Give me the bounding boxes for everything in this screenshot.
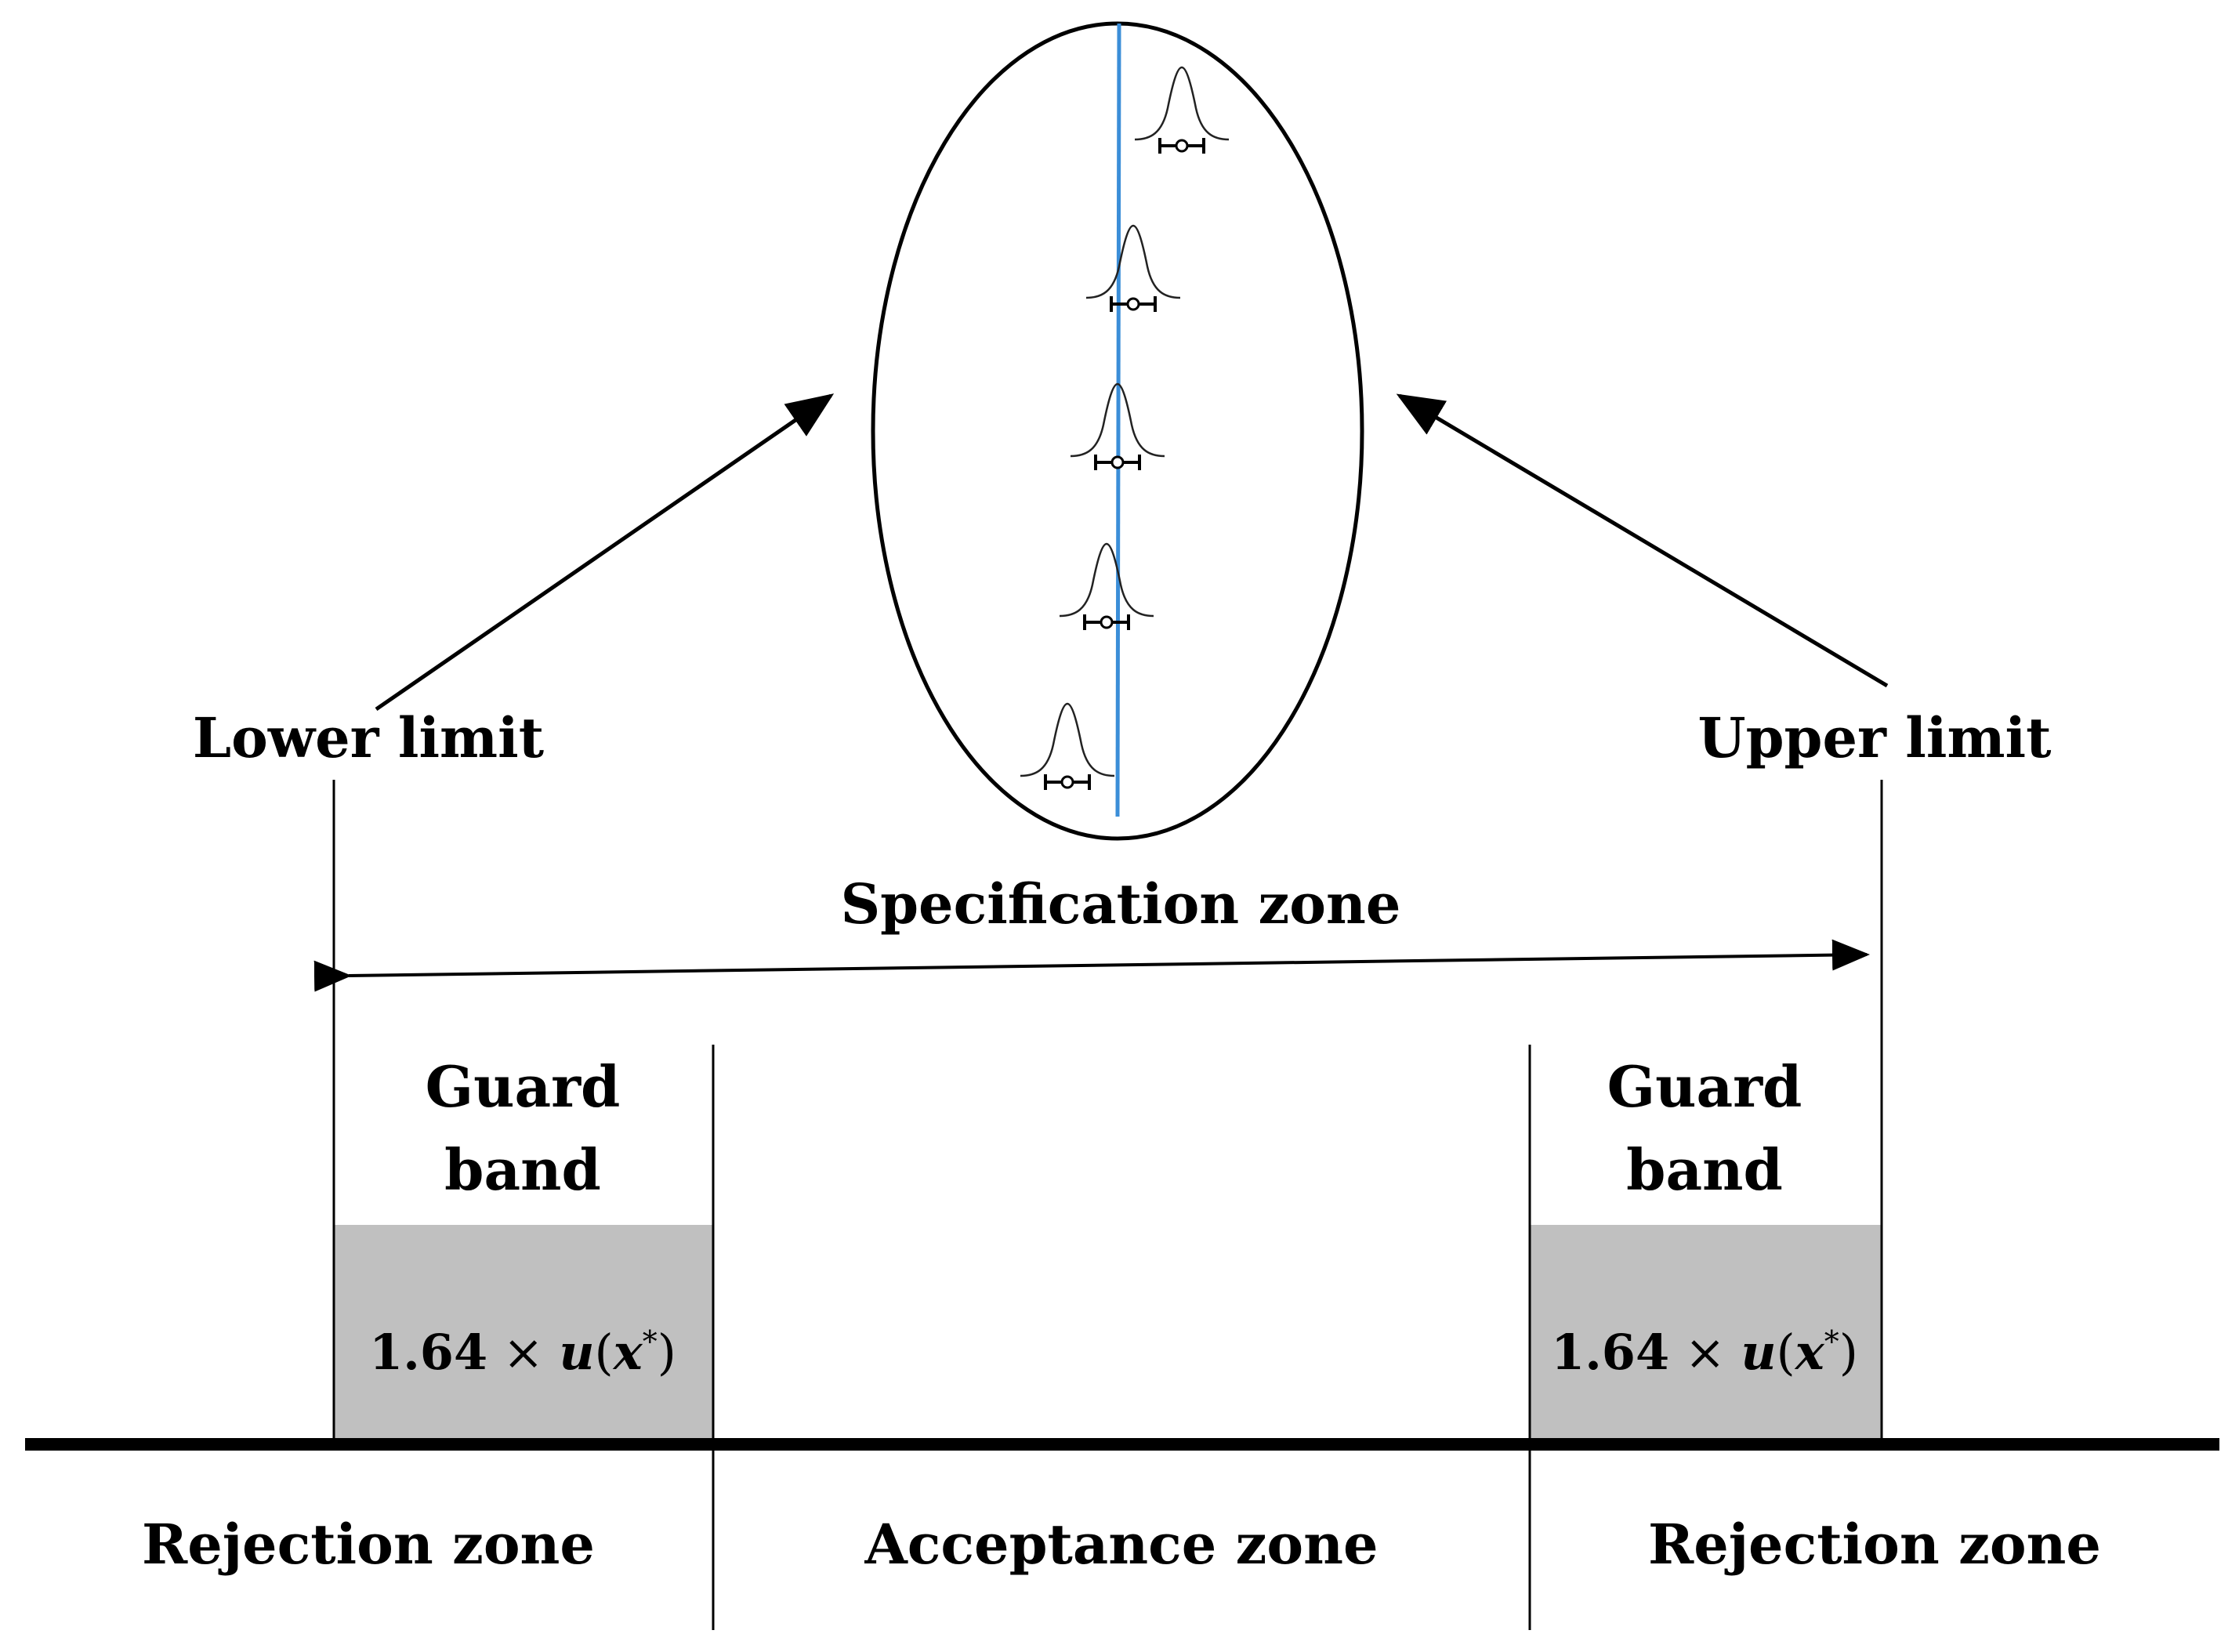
rejection-zone-right-label: Rejection zone <box>1648 1512 2101 1577</box>
upper-limit-label: Upper limit <box>1698 705 2052 770</box>
lower-limit-label: Lower limit <box>193 705 544 770</box>
rejection-zone-left-label: Rejection zone <box>142 1512 595 1577</box>
specification-zone-label: Specification zone <box>841 871 1401 936</box>
guard-band-right-label-line2: band <box>1626 1136 1783 1203</box>
guard-band-right-label-line1: Guard <box>1607 1053 1802 1120</box>
guard-band-left-label-line1: Guard <box>426 1053 621 1120</box>
guard-band-right-fill <box>1531 1225 1882 1444</box>
guard-band-left-formula: 1.64 × u(x*) <box>369 1324 676 1381</box>
specification-zone-arrow <box>313 939 1870 992</box>
acceptance-zone-label: Acceptance zone <box>864 1512 1378 1577</box>
guard-band-left-label-line2: band <box>444 1136 601 1203</box>
guard-band-left-fill <box>333 1225 713 1444</box>
upper-limit-arrow <box>1396 393 1889 688</box>
lower-limit-arrow <box>375 393 835 712</box>
guard-band-right-formula: 1.64 × u(x*) <box>1551 1324 1858 1381</box>
limit-center-line <box>1115 23 1121 817</box>
